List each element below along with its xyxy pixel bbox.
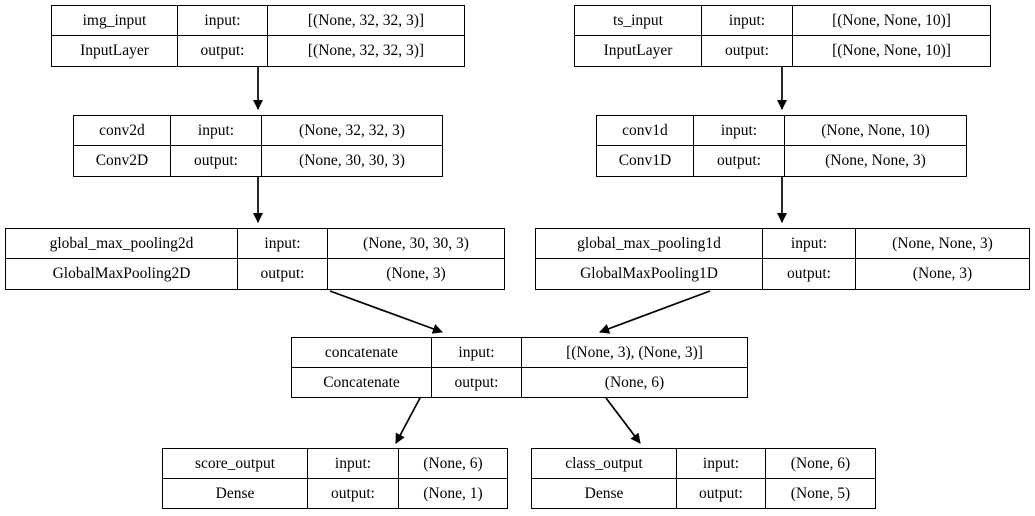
input-shape: (None, None, 10) — [821, 121, 930, 139]
edge-concatenate-score_output — [395, 397, 421, 444]
node-row-output: InputLayer output: [(None, None, 10)] — [575, 36, 990, 66]
node-row-input: conv2d input: (None, 32, 32, 3) — [74, 116, 442, 146]
node-name: concatenate — [292, 338, 432, 367]
node-row-output: Dense output: (None, 5) — [532, 478, 875, 508]
node-score-output[interactable]: score_output input: (None, 6) Dense outp… — [162, 448, 508, 509]
input-label: input: — [702, 6, 793, 35]
input-label: input: — [178, 6, 268, 35]
input-label: input: — [432, 338, 522, 367]
edge-concatenate-class_output — [605, 397, 641, 444]
node-row-input: global_max_pooling1d input: (None, None,… — [536, 229, 1029, 259]
node-row-output: InputLayer output: [(None, 32, 32, 3)] — [52, 36, 464, 66]
node-class: Dense — [532, 478, 677, 508]
output-shape: (None, None, 3) — [825, 152, 926, 170]
node-name: ts_input — [575, 6, 702, 35]
node-class-output[interactable]: class_output input: (None, 6) Dense outp… — [531, 448, 876, 509]
input-label: input: — [171, 116, 262, 145]
output-label: output: — [432, 367, 522, 397]
node-concatenate[interactable]: concatenate input: [(None, 3), (None, 3)… — [291, 337, 748, 398]
output-shape: (None, 30, 30, 3) — [299, 152, 405, 170]
output-label: output: — [308, 478, 399, 508]
node-name: img_input — [52, 6, 178, 35]
node-row-input: global_max_pooling2d input: (None, 30, 3… — [6, 229, 504, 259]
node-row-output: Concatenate output: (None, 6) — [292, 367, 747, 397]
node-row-output: Conv1D output: (None, None, 3) — [597, 146, 966, 176]
node-name: conv2d — [74, 116, 171, 145]
node-class: Concatenate — [292, 367, 432, 397]
node-row-input: score_output input: (None, 6) — [163, 449, 507, 479]
node-name: class_output — [532, 449, 677, 478]
output-shape: (None, 3) — [386, 265, 446, 283]
output-label: output: — [702, 36, 793, 66]
node-row-output: GlobalMaxPooling2D output: (None, 3) — [6, 259, 504, 289]
node-row-input: conv1d input: (None, None, 10) — [597, 116, 966, 146]
input-shape: [(None, 32, 32, 3)] — [307, 11, 425, 29]
node-name: score_output — [163, 449, 308, 478]
node-name: global_max_pooling2d — [6, 229, 238, 258]
node-row-input: class_output input: (None, 6) — [532, 449, 875, 479]
output-shape: (None, 5) — [790, 484, 851, 502]
node-class: Conv1D — [597, 146, 694, 176]
node-name: conv1d — [597, 116, 694, 145]
output-label: output: — [677, 478, 766, 508]
output-label: output: — [238, 259, 328, 289]
input-label: input: — [763, 229, 856, 258]
input-shape: [(None, None, 10)] — [832, 11, 951, 29]
input-shape: [(None, 3), (None, 3)] — [566, 343, 703, 361]
node-class: Conv2D — [74, 146, 171, 176]
node-row-output: GlobalMaxPooling1D output: (None, 3) — [536, 259, 1029, 289]
edge-global_max_pooling1d-concatenate — [599, 290, 711, 334]
input-label: input: — [677, 449, 766, 478]
node-conv1d[interactable]: conv1d input: (None, None, 10) Conv1D ou… — [596, 115, 967, 177]
input-shape: (None, 6) — [423, 454, 483, 472]
node-row-output: Dense output: (None, 1) — [163, 478, 507, 508]
input-shape: (None, 32, 32, 3) — [299, 121, 405, 139]
node-class: InputLayer — [575, 36, 702, 66]
node-name: global_max_pooling1d — [536, 229, 763, 258]
node-row-input: img_input input: [(None, 32, 32, 3)] — [52, 6, 464, 36]
node-ts-input[interactable]: ts_input input: [(None, None, 10)] Input… — [574, 5, 991, 67]
output-label: output: — [171, 146, 262, 176]
input-label: input: — [238, 229, 328, 258]
node-img-input[interactable]: img_input input: [(None, 32, 32, 3)] Inp… — [51, 5, 465, 67]
node-class: GlobalMaxPooling2D — [6, 259, 238, 289]
output-label: output: — [763, 259, 856, 289]
output-shape: [(None, None, 10)] — [832, 42, 951, 60]
node-row-input: ts_input input: [(None, None, 10)] — [575, 6, 990, 36]
node-class: InputLayer — [52, 36, 178, 66]
input-shape: (None, None, 3) — [892, 234, 993, 252]
edge-global_max_pooling2d-concatenate — [329, 290, 443, 334]
output-shape: (None, 3) — [912, 265, 973, 283]
node-row-output: Conv2D output: (None, 30, 30, 3) — [74, 146, 442, 176]
input-shape: (None, 6) — [790, 454, 851, 472]
node-class: Dense — [163, 478, 308, 508]
input-shape: (None, 30, 30, 3) — [363, 234, 469, 252]
output-shape: [(None, 32, 32, 3)] — [307, 42, 425, 60]
node-conv2d[interactable]: conv2d input: (None, 32, 32, 3) Conv2D o… — [73, 115, 443, 177]
output-shape: (None, 1) — [423, 484, 483, 502]
output-label: output: — [694, 146, 785, 176]
input-label: input: — [694, 116, 785, 145]
node-row-input: concatenate input: [(None, 3), (None, 3)… — [292, 338, 747, 368]
output-shape: (None, 6) — [604, 373, 665, 391]
node-global-max-pooling1d[interactable]: global_max_pooling1d input: (None, None,… — [535, 228, 1030, 290]
input-label: input: — [308, 449, 399, 478]
node-class: GlobalMaxPooling1D — [536, 259, 763, 289]
output-label: output: — [178, 36, 268, 66]
node-global-max-pooling2d[interactable]: global_max_pooling2d input: (None, 30, 3… — [5, 228, 505, 290]
